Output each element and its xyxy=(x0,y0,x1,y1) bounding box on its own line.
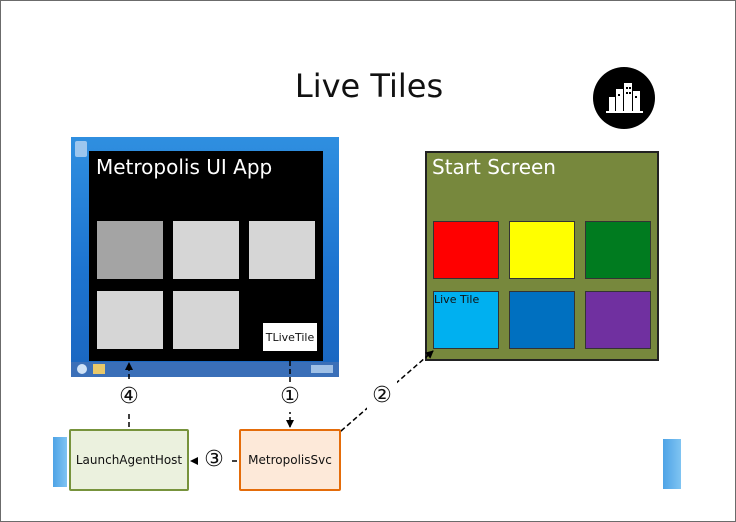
start-tile-live xyxy=(433,291,499,349)
right-accent-block xyxy=(663,439,681,489)
app-tile xyxy=(97,291,163,349)
city-skyline-icon xyxy=(593,67,655,129)
start-tile-blue xyxy=(509,291,575,349)
left-accent-block xyxy=(53,437,67,487)
launch-agent-host-box: LaunchAgentHost xyxy=(69,429,189,491)
app-tile xyxy=(173,291,239,349)
start-tile-red xyxy=(433,221,499,279)
step-3-label: ③ xyxy=(199,445,229,475)
tlivetile-tile: TLiveTile xyxy=(263,323,317,351)
app-window-title: Metropolis UI App xyxy=(96,155,273,179)
app-tile xyxy=(249,221,315,279)
slide-title: Live Tiles xyxy=(294,67,444,105)
step-4-label: ④ xyxy=(114,382,144,412)
start-screen-title: Start Screen xyxy=(432,155,556,179)
app-tile xyxy=(97,221,163,279)
folder-icon xyxy=(93,364,105,374)
start-tile-green xyxy=(585,221,651,279)
system-tray xyxy=(311,365,333,373)
live-tile-label: Live Tile xyxy=(434,293,480,306)
taskbar xyxy=(71,362,339,377)
start-tile-purple xyxy=(585,291,651,349)
metropolis-svc-box: MetropolisSvc xyxy=(239,429,341,491)
start-tile-yellow xyxy=(509,221,575,279)
app-tile xyxy=(173,221,239,279)
step-1-label: ① xyxy=(275,382,305,412)
start-orb-icon xyxy=(77,364,87,374)
step-2-label: ② xyxy=(367,381,397,411)
recycle-bin-icon xyxy=(75,141,87,157)
